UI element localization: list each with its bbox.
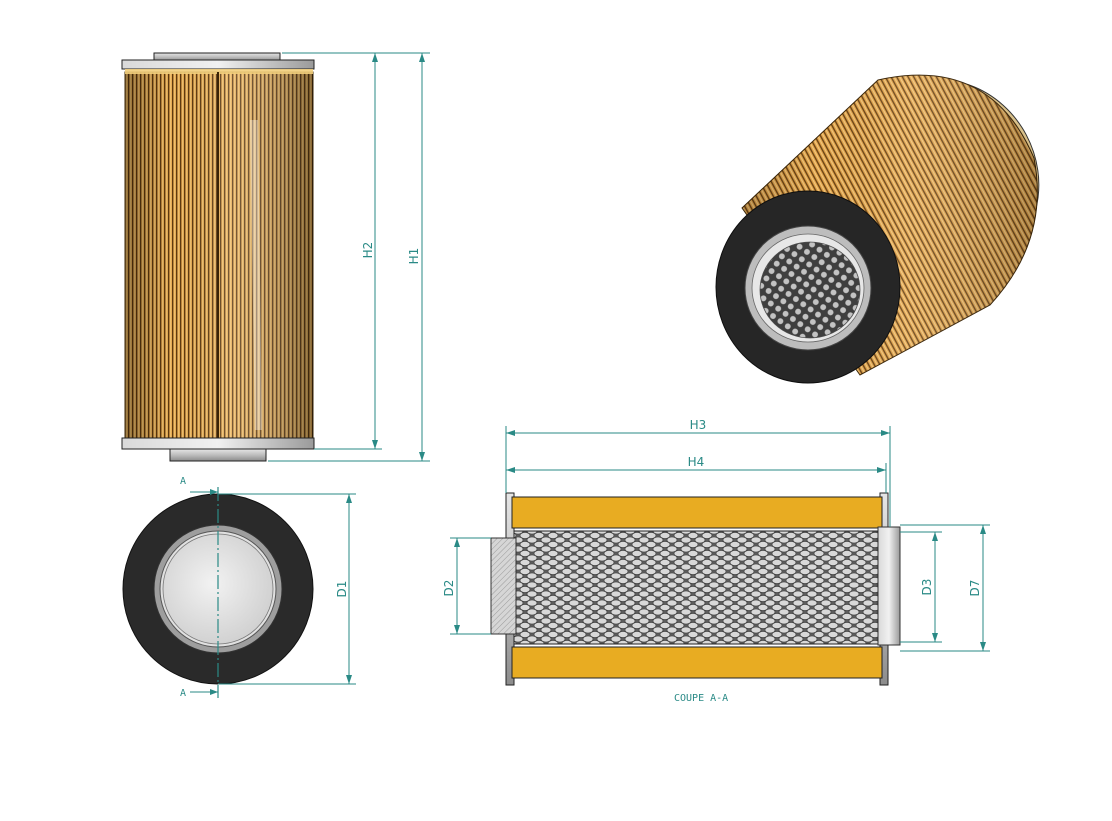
section-media-bottom: [511, 646, 883, 679]
dim-h2-label: H2: [361, 242, 375, 259]
dim-h1-label: H1: [407, 248, 421, 265]
side-highlight: [250, 120, 262, 430]
side-view: [121, 52, 315, 462]
dim-h1: H1: [268, 52, 430, 462]
end-view: A A: [122, 476, 314, 699]
dim-d3: D3: [900, 531, 942, 643]
section-marker-bottom: A: [180, 688, 186, 699]
dim-d1-label: D1: [335, 581, 349, 598]
dim-d1: D1: [218, 493, 356, 685]
isometric-view: [715, 74, 1040, 384]
side-pleat-tips: [125, 69, 313, 74]
dim-d3-label: D3: [920, 579, 934, 596]
side-bottom-cap: [121, 437, 315, 450]
dim-d2: D2: [442, 537, 491, 635]
section-marker-top: A: [180, 476, 186, 487]
section-caption: COUPE A-A: [674, 693, 728, 704]
dim-h3-label: H3: [690, 418, 707, 432]
side-bottom-spigot: [169, 448, 267, 462]
dim-d7-label: D7: [968, 580, 982, 597]
dim-h4-label: H4: [688, 455, 705, 469]
iso-mesh-shadow: [760, 242, 860, 338]
dim-d2-label: D2: [442, 580, 456, 597]
iso-inner-mesh: [759, 241, 861, 339]
dim-h4: H4: [505, 455, 887, 493]
section-view: COUPE A-A: [490, 492, 901, 704]
section-right-spigot: [877, 526, 901, 646]
side-top-cap: [121, 59, 315, 70]
section-left-spigot: [490, 537, 517, 635]
section-media-top: [511, 496, 883, 529]
section-mesh-tube: [513, 530, 881, 645]
dim-d7: D7: [900, 524, 990, 652]
